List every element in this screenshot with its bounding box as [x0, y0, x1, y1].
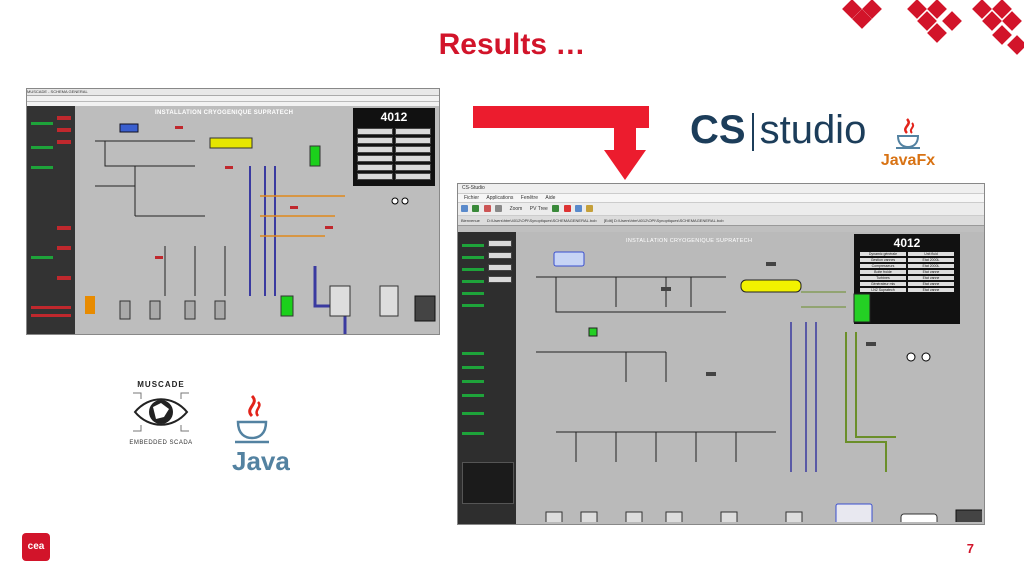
javafx-text: JavaFx — [880, 152, 936, 169]
status-cell: Gestion vannes — [860, 258, 906, 262]
synoptic-canvas: INSTALLATION CRYOGENIQUE SUPRATECH 4012 … — [516, 232, 984, 524]
arrow-head-icon — [604, 150, 646, 180]
cs-logo-bold: CS — [690, 108, 746, 152]
java-logo: Java — [232, 392, 332, 477]
process-diagram — [85, 123, 436, 334]
panel-code: 4012 — [893, 236, 921, 250]
cs-studio-logo: CS studio — [690, 108, 866, 153]
menu-fichier[interactable]: Fichier — [464, 195, 480, 201]
synoptic-canvas: INSTALLATION CRYOGENIQUE SUPRATECH 4012 — [75, 106, 439, 334]
cea-logo: cea — [22, 533, 50, 561]
menu-bar — [27, 96, 439, 102]
panel-code: 4012 — [380, 110, 408, 124]
alarm-icon[interactable] — [563, 205, 571, 213]
tab-edit-display[interactable]: [Edit] D:\Users\htm\4012\OPI\Synoptiques… — [603, 218, 724, 223]
menu-bar: Fichier Applications Fenêtre Aide — [458, 194, 984, 203]
control-sidebar — [458, 232, 516, 524]
muscade-screenshot: MUSCADE - SCHEMA GENERAL INSTALLATION CR… — [26, 88, 440, 335]
window-titlebar: CS-Studio — [458, 184, 984, 194]
menu-applications[interactable]: Applications — [486, 195, 514, 201]
tab-bienvenue[interactable]: Bienvenue — [461, 218, 480, 223]
transition-arrow-vertical — [614, 106, 636, 158]
status-cell: Compresseurs — [860, 264, 906, 268]
menu-fenetre[interactable]: Fenêtre — [520, 195, 538, 201]
java-text: Java — [232, 446, 290, 476]
installation-title: INSTALLATION CRYOGENIQUE SUPRATECH — [155, 110, 294, 116]
transition-arrow-horizontal — [473, 106, 649, 128]
status-cell: Unit fluid — [908, 252, 954, 256]
control-sidebar — [27, 106, 75, 334]
installation-title: INSTALLATION CRYOGENIQUE SUPRATECH — [626, 238, 753, 244]
zoom-button[interactable]: Zoom — [509, 206, 523, 212]
run-icon[interactable] — [552, 205, 560, 213]
page-number: 7 — [966, 541, 974, 556]
status-panel: 4012 — [353, 108, 435, 186]
window-title: MUSCADE - SCHEMA GENERAL — [27, 89, 88, 94]
tool-bar: Zoom PV Tree — [458, 203, 984, 216]
refresh-icon[interactable] — [472, 205, 480, 213]
status-cell: Etat vanne — [908, 276, 954, 280]
status-panel: 4012 Dynamic générale Unit fluid Gestion… — [854, 234, 960, 324]
cs-studio-screenshot: CS-Studio Fichier Applications Fenêtre A… — [457, 183, 985, 525]
settings-icon[interactable] — [495, 205, 503, 213]
slide-title: Results … — [438, 28, 586, 61]
chart-icon[interactable] — [574, 205, 582, 213]
process-diagram — [536, 251, 982, 522]
search-icon[interactable] — [586, 205, 594, 213]
java-cup-icon — [235, 394, 269, 444]
window-titlebar: MUSCADE - SCHEMA GENERAL — [27, 89, 439, 96]
stop-icon[interactable] — [483, 205, 491, 213]
cs-logo-studio: studio — [759, 108, 867, 152]
muscade-logo: MUSCADE EMBEDDED SCADA — [128, 380, 194, 446]
home-icon[interactable] — [461, 205, 468, 213]
eye-globe-icon — [133, 392, 189, 432]
status-cell: Etat 2000L — [908, 258, 954, 262]
status-cell: Etat vanne — [908, 270, 954, 274]
status-cell: Etat vanne — [908, 282, 954, 286]
pv-tree-button[interactable]: PV Tree — [529, 206, 548, 212]
status-cell: Etat vanne — [908, 288, 954, 292]
status-cell: Etat 2000L — [908, 264, 954, 268]
status-cell: LN2 Supratech — [860, 288, 906, 292]
window-title: CS-Studio — [462, 185, 485, 191]
status-cell: Générateur mis — [860, 282, 906, 286]
muscade-subtitle: EMBEDDED SCADA — [129, 440, 193, 446]
tab-runtime-display[interactable]: D:\Users\htm\4012\OPI\Synoptiques\SCHEMA… — [487, 218, 597, 223]
status-cell: Turbines — [860, 276, 906, 280]
document-tabs: Bienvenue D:\Users\htm\4012\OPI\Synoptiq… — [458, 216, 984, 226]
javafx-logo: JavaFx — [873, 117, 943, 170]
muscade-text: MUSCADE — [137, 380, 185, 389]
status-cell: Dynamic générale — [860, 252, 906, 256]
java-cup-icon — [896, 118, 920, 149]
menu-aide[interactable]: Aide — [545, 195, 556, 201]
status-cell: Boite froide — [860, 270, 906, 274]
